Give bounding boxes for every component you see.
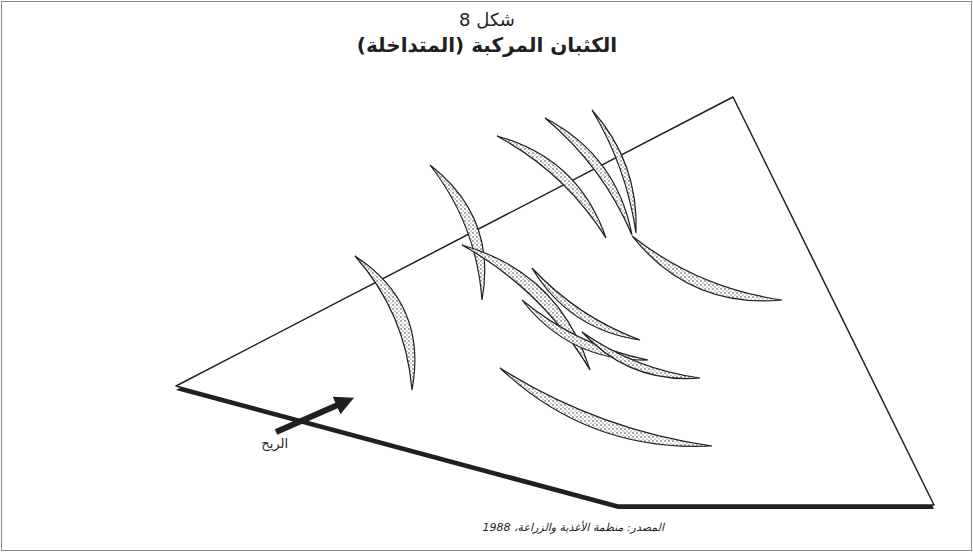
wind-label: الريح — [261, 436, 288, 451]
barchan-dune — [532, 268, 640, 340]
figure-number: شكل 8 — [459, 9, 515, 30]
wind-arrow — [276, 404, 340, 432]
source-caption: المصدر: منظمة الأغذية والزراعة، 1988 — [482, 521, 664, 534]
barchan-dune — [430, 165, 485, 300]
barchan-dune — [582, 332, 700, 379]
barchan-dune — [592, 110, 636, 233]
barchan-dune — [355, 256, 415, 390]
barchan-dune — [500, 368, 712, 446]
barchan-dune — [545, 118, 632, 235]
barchan-dune — [632, 236, 782, 301]
ground-plate — [176, 97, 934, 505]
barchan-dune — [522, 300, 648, 360]
dune-group — [355, 110, 782, 446]
figure-title: الكثبان المركبة (المتداخلة) — [357, 33, 617, 57]
